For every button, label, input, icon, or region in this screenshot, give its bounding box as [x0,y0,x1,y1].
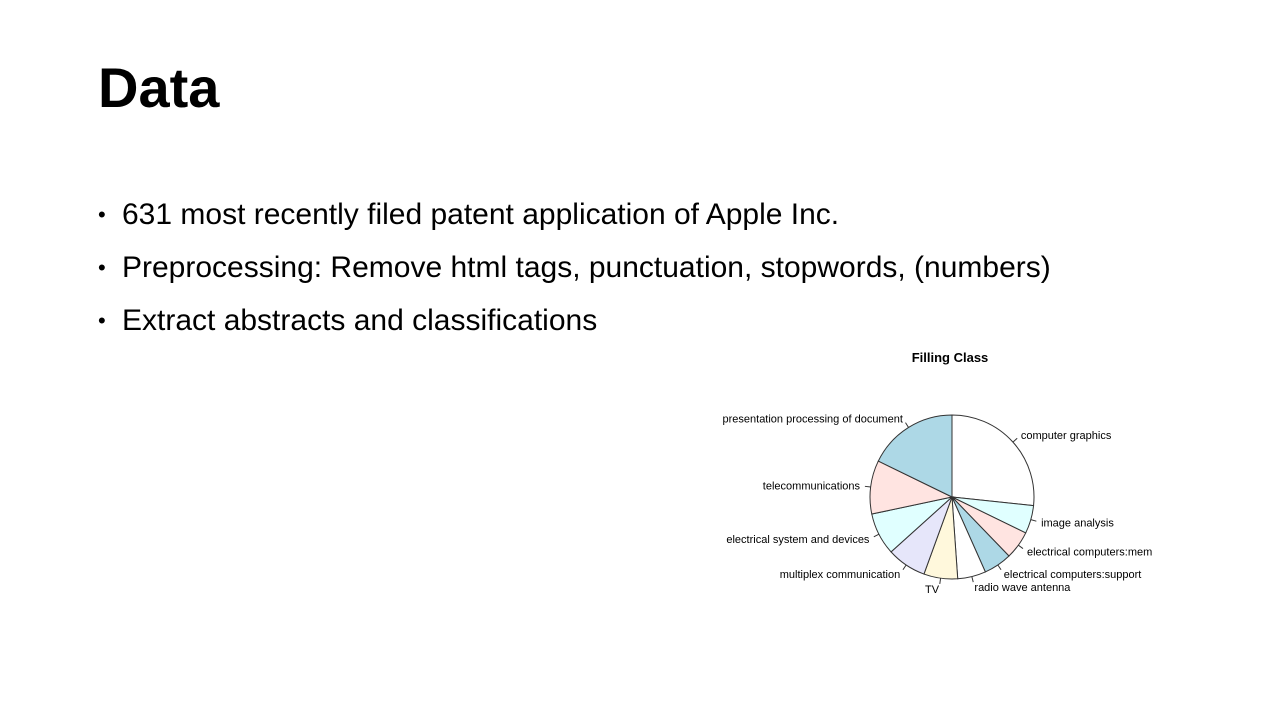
pie-label-image-analysis: image analysis [1041,518,1114,530]
pie-label-tick [971,576,974,583]
pie-label-computer-graphics: computer graphics [1021,430,1112,442]
pie-label-tick [939,578,942,584]
pie-chart-container: Filling Class computer graphics image ana… [720,340,1160,610]
bullet-list: • 631 most recently filed patent applica… [98,193,1051,352]
pie-label-electrical-system-and-devices: electrical system and devices [726,534,870,546]
pie-slice-computer-graphics [951,414,1035,507]
pie-label-tick [864,485,871,488]
pie-label-tick [873,533,880,538]
pie-label-tick [1012,437,1018,443]
bullet-item: • Extract abstracts and classifications [98,299,1051,352]
pie-label-multiplex-communication: multiplex communication [780,569,900,581]
pie-label-tick [1030,519,1037,522]
pie-label-electrical-computers-mem: electrical computers:mem [1027,546,1152,558]
slide-title: Data [98,56,220,119]
pie-label-tick [905,422,909,428]
bullet-marker: • [98,255,106,280]
bullet-marker: • [98,308,106,333]
pie-label-telecommunications: telecommunications [763,481,861,493]
pie-chart: Filling Class computer graphics image ana… [723,350,1153,596]
pie-slices [869,414,1035,580]
pie-label-radio-wave-antenna: radio wave antenna [974,582,1071,594]
bullet-marker: • [98,202,106,227]
pie-label-tick [997,564,1002,571]
pie-label-presentation-processing-of-document: presentation processing of document [723,413,903,425]
pie-label-tick [902,564,907,571]
pie-labels: computer graphics image analysis electrica… [723,413,1153,595]
bullet-text: Preprocessing: Remove html tags, punctua… [122,251,1051,284]
pie-label-tv: TV [925,584,940,596]
bullet-item: • 631 most recently filed patent applica… [98,193,1051,246]
bullet-text: 631 most recently filed patent applicati… [122,198,840,231]
chart-title: Filling Class [912,350,989,365]
bullet-item: • Preprocessing: Remove html tags, punct… [98,246,1051,299]
pie-label-tick [1018,544,1024,549]
pie-label-electrical-computers-support: electrical computers:support [1004,569,1142,581]
bullet-text: Extract abstracts and classifications [122,304,598,337]
pie-slice-presentation-processing-of-document [877,414,953,498]
